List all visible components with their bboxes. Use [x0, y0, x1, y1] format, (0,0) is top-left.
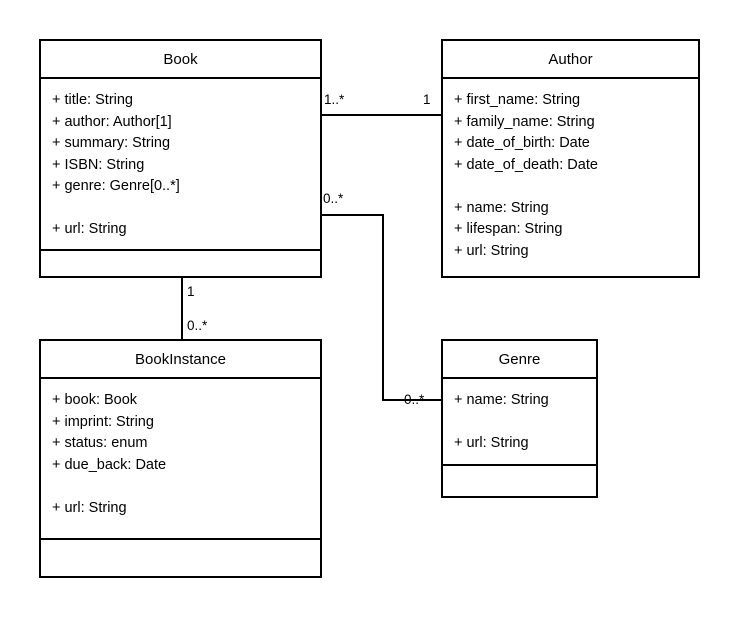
multiplicity-book-author-near-book: 1..*	[324, 92, 345, 107]
class-operations-genre	[443, 466, 596, 496]
class-operations-book	[41, 251, 320, 277]
multiplicity-book-author-near-author: 1	[423, 92, 431, 107]
multiplicity-book-genre-near-genre: 0..*	[404, 392, 425, 407]
class-operations-bookinstance	[41, 540, 320, 576]
attribute-spacer	[454, 176, 698, 198]
attribute-row: + name: String	[454, 199, 549, 216]
class-attributes-genre: + name: String + url: String	[443, 379, 596, 466]
multiplicity-book-bookinstance-near-bookinstance: 0..*	[187, 318, 208, 333]
association-line-book-bookinstance	[181, 278, 183, 339]
attribute-spacer	[454, 412, 596, 434]
class-attributes-author: + first_name: String + family_name: Stri…	[443, 79, 698, 276]
attribute-row: + date_of_death: Date	[454, 156, 598, 173]
attribute-row: + title: String	[52, 92, 133, 108]
attribute-row: + url: String	[52, 499, 127, 516]
multiplicity-book-bookinstance-near-book: 1	[187, 284, 195, 299]
attribute-row: + book: Book	[52, 392, 138, 408]
attribute-row: + genre: Genre[0..*]	[52, 178, 180, 194]
attribute-spacer	[52, 198, 320, 220]
class-box-genre[interactable]: Genre + name: String + url: String	[441, 339, 598, 498]
association-line-book-genre-segment-2	[382, 214, 384, 400]
class-box-bookinstance[interactable]: BookInstance + book: Book + imprint: Str…	[39, 339, 322, 578]
attribute-row: + summary: String	[52, 135, 171, 151]
attribute-row: + name: String	[454, 392, 549, 408]
association-line-book-author	[322, 114, 441, 116]
class-name-bookinstance: BookInstance	[41, 341, 320, 379]
class-attributes-book: + title: String + author: Author[1] + su…	[41, 79, 320, 251]
attribute-row: + url: String	[52, 221, 127, 237]
attribute-spacer	[52, 476, 320, 498]
attribute-row: + ISBN: String	[52, 156, 145, 173]
attribute-row: + imprint: String	[52, 413, 154, 430]
class-attributes-bookinstance: + book: Book + imprint: String + status:…	[41, 379, 320, 540]
class-box-book[interactable]: Book + title: String + author: Author[1]…	[39, 39, 322, 278]
attribute-row: + status: enum	[52, 435, 148, 451]
association-line-book-genre-segment-3	[382, 399, 441, 401]
class-box-author[interactable]: Author + first_name: String + family_nam…	[441, 39, 700, 278]
attribute-row: + url: String	[454, 242, 529, 259]
attribute-row: + lifespan: String	[454, 221, 563, 237]
attribute-row: + author: Author[1]	[52, 113, 172, 130]
class-name-book: Book	[41, 41, 320, 79]
class-name-author: Author	[443, 41, 698, 79]
association-line-book-genre-segment-1	[322, 214, 384, 216]
attribute-row: + url: String	[454, 435, 529, 451]
attribute-row: + date_of_birth: Date	[454, 135, 590, 151]
multiplicity-book-genre-near-book: 0..*	[323, 191, 344, 206]
class-name-genre: Genre	[443, 341, 596, 379]
attribute-row: + family_name: String	[454, 113, 595, 130]
attribute-row: + due_back: Date	[52, 456, 167, 473]
attribute-row: + first_name: String	[454, 92, 581, 108]
